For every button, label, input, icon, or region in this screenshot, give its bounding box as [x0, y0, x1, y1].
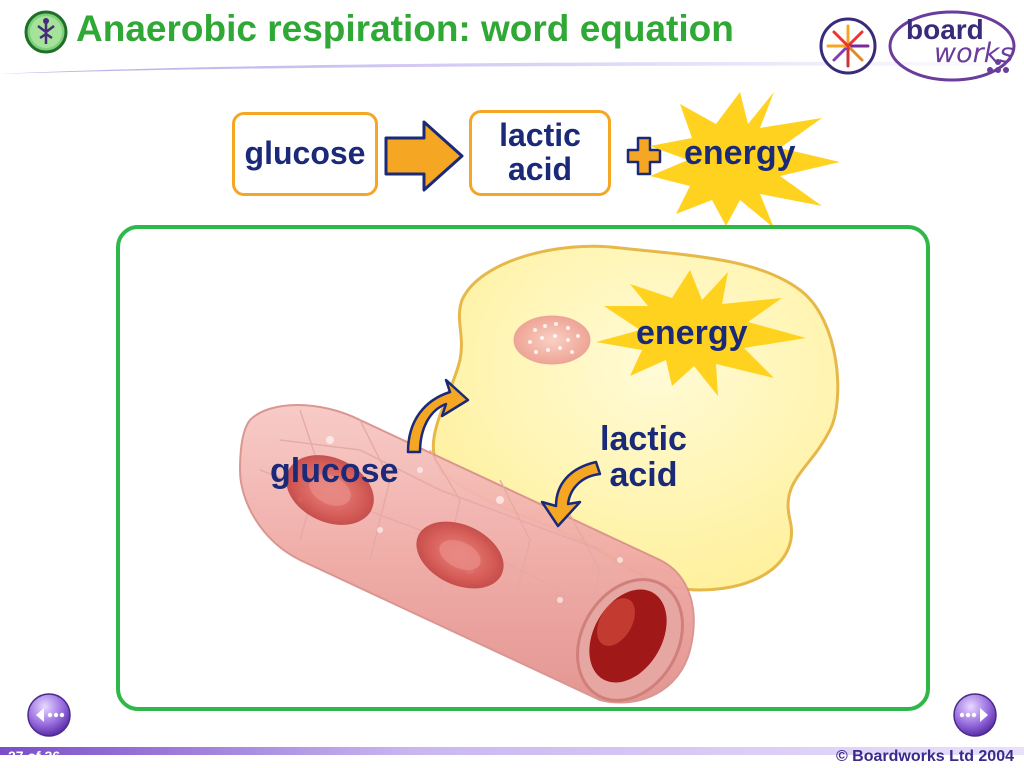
equation-lactic-acid: lactic acid	[499, 117, 581, 187]
cell-nucleus	[513, 315, 591, 365]
sunburst-logo-icon	[819, 17, 877, 75]
copyright-notice: © Boardworks Ltd 2004	[835, 748, 1014, 765]
lactic-acid-box: lactic acid	[469, 110, 611, 196]
previous-slide-button[interactable]	[26, 692, 72, 738]
lactic-acid-release-arrow	[540, 460, 602, 528]
muscle-cell	[431, 244, 840, 592]
boardworks-logo-outline	[888, 10, 1016, 82]
footer-bar	[0, 747, 1024, 755]
glucose-box: glucose	[232, 112, 378, 196]
logo-text-works: works	[934, 38, 1014, 69]
equation-energy: energy	[684, 134, 796, 172]
biology-topic-icon	[24, 10, 68, 54]
next-slide-button[interactable]	[952, 692, 998, 738]
slide-counter: 27 of 36	[8, 748, 61, 764]
equation-glucose: glucose	[244, 135, 366, 172]
page-title: Anaerobic respiration: word equation	[76, 8, 734, 49]
red-blood-cell	[416, 521, 504, 589]
glucose-uptake-arrow	[406, 378, 470, 454]
diagram-energy-label: energy	[636, 314, 748, 352]
capillary-opening	[576, 578, 684, 702]
logo-text-board: board	[906, 14, 984, 45]
diagram-glucose-label: glucose	[270, 452, 399, 490]
title-divider	[0, 61, 1024, 74]
diagram-lactic-acid-label: lactic acid	[600, 420, 687, 494]
